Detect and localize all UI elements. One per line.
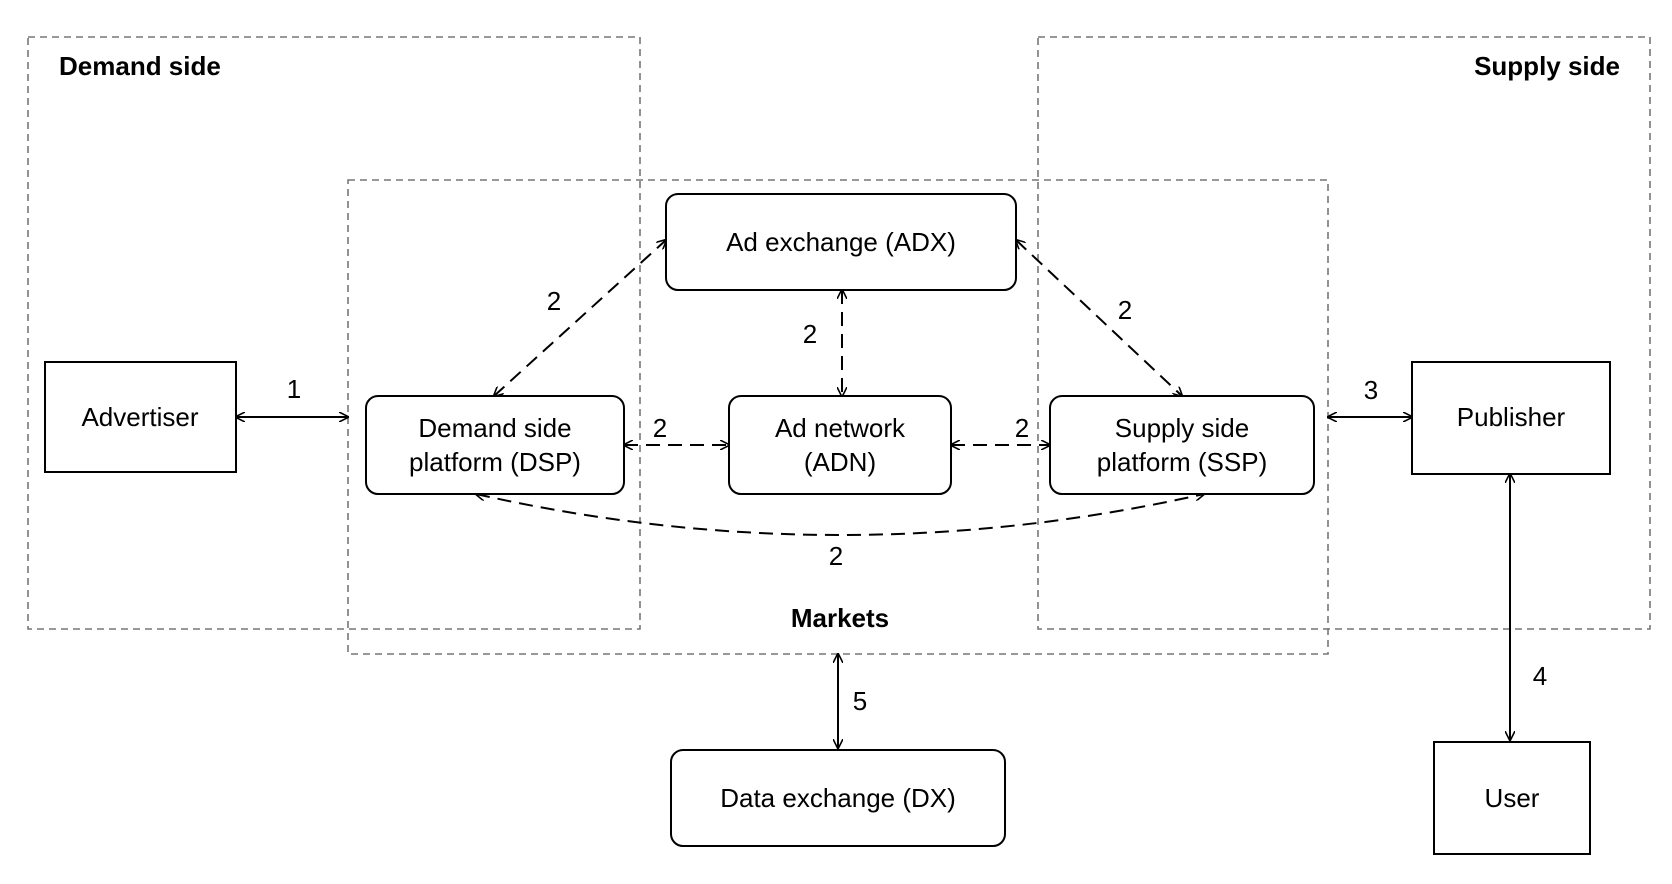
dsp-node	[365, 395, 625, 495]
advertiser-label: Advertiser	[81, 402, 198, 432]
edge-adx-ssp	[1016, 240, 1182, 396]
dx-label: Data exchange (DX)	[720, 783, 956, 813]
edge-label-markets-publisher: 3	[1364, 375, 1378, 405]
adn-node	[728, 395, 952, 495]
demand-side-region	[27, 36, 641, 630]
supply-side-label: Supply side	[1474, 51, 1620, 81]
dsp-label-line1: Demand side	[418, 413, 571, 443]
edge-label-adx-adn: 2	[803, 319, 817, 349]
ssp-label-line1: Supply side	[1115, 413, 1249, 443]
edge-dsp-adx	[494, 240, 666, 396]
edges	[236, 240, 1510, 748]
edge-label-adn-ssp: 2	[1015, 413, 1029, 443]
edge-label-markets-dx: 5	[853, 686, 867, 716]
edge-label-dsp-adn: 2	[653, 413, 667, 443]
adn-label-line1: Ad network	[775, 413, 906, 443]
ssp-node	[1049, 395, 1315, 495]
advertiser-node	[44, 361, 237, 473]
edge-label-dsp-ssp: 2	[829, 541, 843, 571]
edge-label-adx-ssp: 2	[1118, 295, 1132, 325]
dx-node	[670, 749, 1006, 847]
markets-label: Markets	[791, 603, 889, 633]
user-label: User	[1485, 783, 1540, 813]
adx-node	[665, 193, 1017, 291]
user-node	[1433, 741, 1591, 855]
demand-side-label: Demand side	[59, 51, 221, 81]
supply-side-region	[1037, 36, 1651, 630]
publisher-label: Publisher	[1457, 402, 1566, 432]
adn-label-line2: (ADN)	[804, 447, 876, 477]
edge-label-publisher-user: 4	[1533, 661, 1547, 691]
publisher-node	[1411, 361, 1611, 475]
ssp-label-line2: platform (SSP)	[1097, 447, 1268, 477]
dsp-label-line2: platform (DSP)	[409, 447, 581, 477]
edge-label-dsp-adx: 2	[547, 286, 561, 316]
adx-label: Ad exchange (ADX)	[726, 227, 956, 257]
edge-label-advertiser-markets: 1	[287, 374, 301, 404]
edge-dsp-ssp	[476, 494, 1204, 536]
